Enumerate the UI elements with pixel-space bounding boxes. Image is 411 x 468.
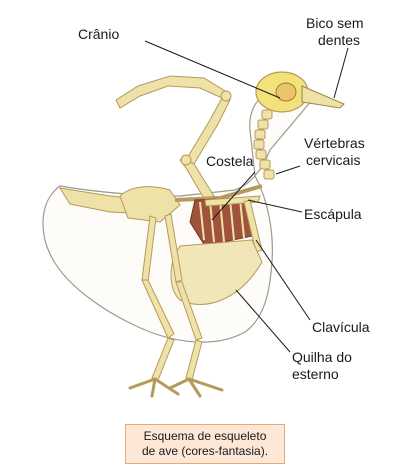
label-bico-line1: Bico sem	[306, 15, 364, 31]
label-costela: Costela	[206, 153, 254, 169]
wing-hand	[116, 76, 230, 108]
caption-line2: de ave (cores-fantasia).	[126, 444, 284, 459]
elbow-joint	[181, 155, 191, 165]
label-vertebras-line2: cervicais	[306, 152, 360, 168]
label-quilha-line2: esterno	[292, 366, 339, 382]
label-escapula: Escápula	[304, 206, 362, 222]
label-cranio: Crânio	[78, 26, 119, 42]
wing-joint	[221, 91, 231, 101]
eye-socket	[276, 83, 296, 101]
feet	[130, 379, 222, 396]
label-vertebras-line1: Vértebras	[304, 135, 365, 151]
label-bico-line2: dentes	[318, 32, 360, 48]
body-outline	[43, 86, 312, 342]
label-clavicula: Clavícula	[312, 319, 370, 335]
caption-box: Esquema de esqueleto de ave (cores-fanta…	[125, 424, 285, 464]
leader-bico	[334, 48, 348, 98]
label-quilha-line1: Quilha do	[292, 349, 352, 365]
leader-vertebras	[276, 166, 300, 174]
caption-line1: Esquema de esqueleto	[126, 429, 284, 444]
